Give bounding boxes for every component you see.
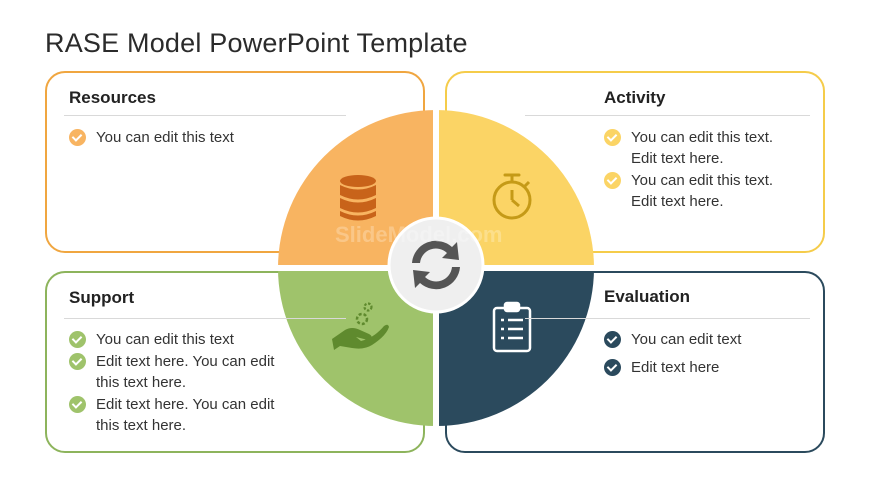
support-bullets: You can edit this text Edit text here. Y… — [69, 329, 294, 437]
resources-title: Resources — [69, 88, 156, 107]
check-icon — [604, 129, 621, 146]
activity-title: Activity — [604, 88, 666, 107]
activity-quadrant — [436, 110, 594, 268]
check-icon — [69, 331, 86, 348]
clipboard-checklist-icon — [492, 301, 532, 353]
check-icon — [604, 359, 621, 376]
list-item: You can edit this text — [69, 329, 294, 350]
evaluation-title: Evaluation — [604, 287, 690, 306]
activity-bullets: You can edit this text. Edit text here. … — [604, 127, 799, 213]
center-circle — [387, 216, 485, 314]
list-item: Edit text here — [604, 357, 804, 378]
resources-bullets: You can edit this text — [69, 127, 329, 149]
check-icon — [69, 396, 86, 413]
list-item: You can edit this text. Edit text here. — [604, 127, 799, 169]
check-icon — [69, 129, 86, 146]
stopwatch-icon — [492, 173, 532, 220]
check-icon — [604, 331, 621, 348]
list-item: You can edit this text — [69, 127, 329, 148]
refresh-cycle-icon — [412, 240, 460, 290]
hand-gears-icon — [332, 302, 389, 350]
database-icon — [340, 175, 376, 221]
resources-divider — [64, 115, 346, 116]
evaluation-divider — [525, 318, 810, 319]
support-title: Support — [69, 288, 135, 307]
evaluation-bullets: You can edit text Edit text here — [604, 329, 804, 379]
support-divider — [64, 318, 346, 319]
check-icon — [69, 353, 86, 370]
list-item: You can edit this text. Edit text here. — [604, 170, 799, 212]
list-item: You can edit text — [604, 329, 804, 350]
activity-divider — [525, 115, 810, 116]
check-icon — [604, 172, 621, 189]
resources-quadrant — [278, 110, 436, 268]
evaluation-quadrant — [436, 268, 594, 426]
list-item: Edit text here. You can edit this text h… — [69, 394, 294, 436]
page-title: RASE Model PowerPoint Template — [45, 28, 468, 58]
list-item: Edit text here. You can edit this text h… — [69, 351, 294, 393]
